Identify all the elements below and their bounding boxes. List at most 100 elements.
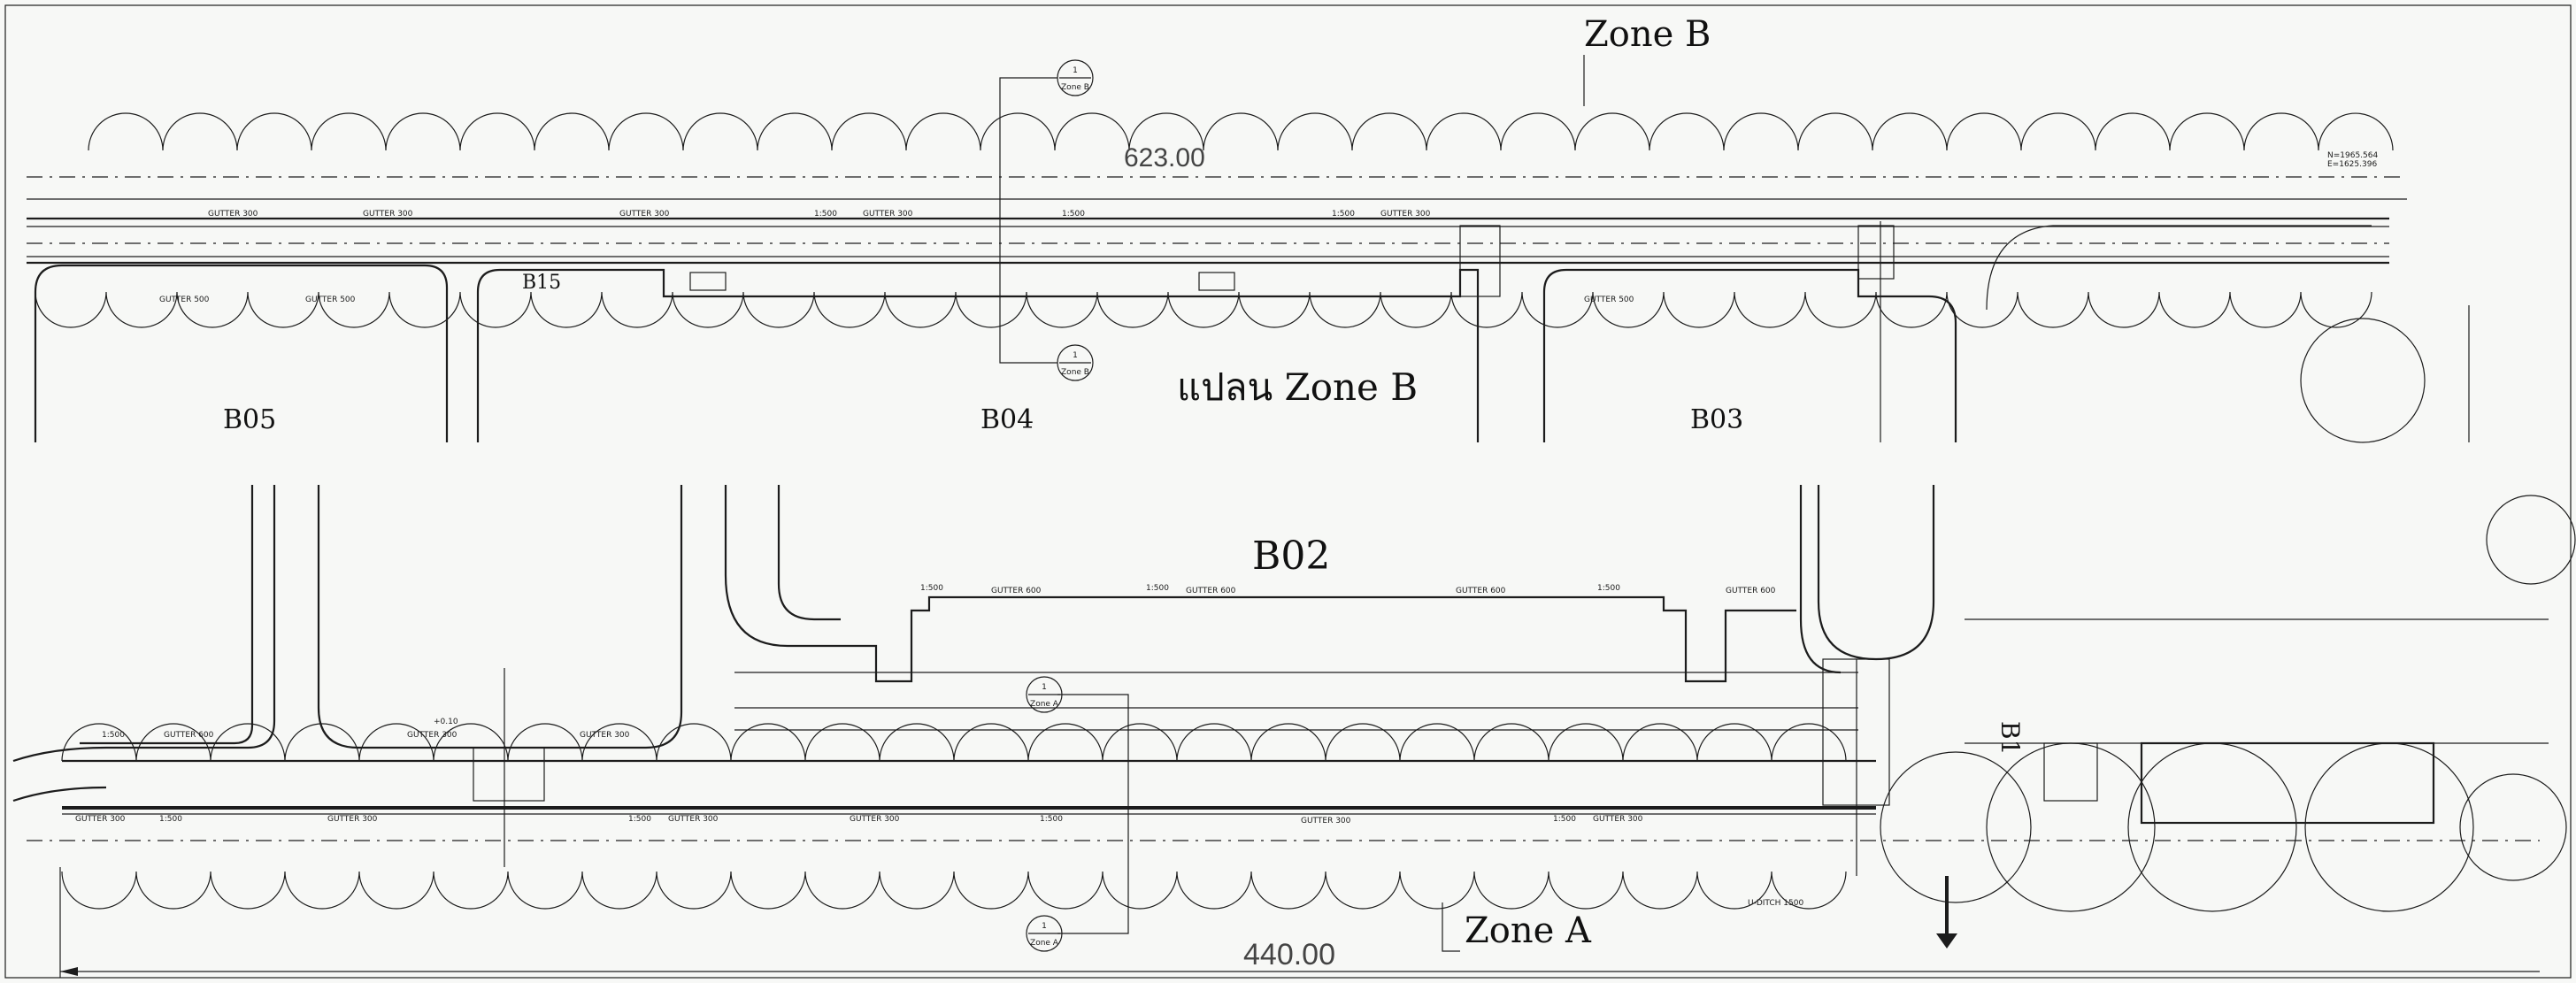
gutter-note: GUTTER 300 xyxy=(363,210,413,219)
slope-note: 1:500 xyxy=(1553,815,1576,824)
gutter-note: GUTTER 600 xyxy=(1456,587,1506,595)
section-marker-top: 1 Zone B xyxy=(1057,59,1094,96)
gutter-note: GUTTER 300 xyxy=(850,815,900,824)
slope-note: 1:500 xyxy=(814,210,837,219)
cloud-circle xyxy=(1880,751,2032,903)
section-number: 1 xyxy=(1042,922,1047,931)
plan-title: แปลน Zone B xyxy=(1177,365,1418,409)
gutter-note: GUTTER 600 xyxy=(991,587,1042,595)
gutter-note: GUTTER 300 xyxy=(327,815,378,824)
cloud-circle xyxy=(2127,742,2297,912)
building-b02-outline xyxy=(724,485,1796,683)
leader-line xyxy=(1442,902,1460,952)
building-b1-label: B1 xyxy=(1995,721,2025,755)
u-ditch-note: U-DITCH 1500 xyxy=(1748,899,1803,908)
section-number: 1 xyxy=(1073,351,1078,360)
section-zone-label: Zone B xyxy=(1061,83,1089,92)
gutter-note: GUTTER 300 xyxy=(580,731,630,740)
gutter-note: GUTTER 300 xyxy=(407,731,458,740)
cloud-circle xyxy=(1986,742,2156,912)
building-b02-label: B02 xyxy=(1252,534,1330,579)
cloud-circle xyxy=(2300,318,2426,443)
crosswalk-hatch xyxy=(473,747,545,802)
gutter-note: GUTTER 300 xyxy=(863,210,913,219)
road-curve xyxy=(1799,485,1842,674)
cloud-arc xyxy=(61,871,1847,910)
grating xyxy=(689,272,727,291)
building-outline xyxy=(777,485,841,621)
section-cut-line xyxy=(1057,694,1129,934)
structure-outline xyxy=(2043,742,2098,802)
revision-cloud-top xyxy=(88,112,2394,151)
cloud-circle xyxy=(2486,495,2576,585)
slope-note: 1:500 xyxy=(1332,210,1355,219)
building-b03-outline xyxy=(1542,268,1957,442)
slope-note: 1:500 xyxy=(1040,815,1063,824)
gutter-note: GUTTER 300 xyxy=(619,210,670,219)
section-number: 1 xyxy=(1042,683,1047,692)
gutter-note: GUTTER 500 xyxy=(1584,296,1634,304)
slope-note: 1:500 xyxy=(159,815,182,824)
building-outline xyxy=(317,485,683,749)
building-b03-label: B03 xyxy=(1690,404,1743,435)
cloud-circle xyxy=(2304,742,2474,912)
gutter-note: GUTTER 500 xyxy=(305,296,356,304)
building-outline xyxy=(80,485,254,745)
slope-note: 1:500 xyxy=(102,731,125,740)
section-marker-top: 1 Zone A xyxy=(1026,676,1063,713)
cloud-circle xyxy=(2459,773,2567,881)
gutter-note: GUTTER 500 xyxy=(159,296,210,304)
gutter-note: GUTTER 300 xyxy=(668,815,719,824)
dimension-arrow xyxy=(60,967,78,976)
sheet-border xyxy=(4,4,2572,979)
revision-cloud-bottom xyxy=(61,871,1847,910)
grating xyxy=(1198,272,1235,291)
drain-arrow-head xyxy=(1936,933,1957,948)
road-curve xyxy=(1817,485,1935,661)
structure-outline xyxy=(2140,741,2435,825)
gutter-note: GUTTER 300 xyxy=(1593,815,1643,824)
cloud-arc xyxy=(35,291,2372,328)
zone-b-plan: 1 Zone B 1 Zone B Zone B 623.00 แปลน Zon… xyxy=(27,14,2470,443)
gutter-note: GUTTER 300 xyxy=(208,210,258,219)
gutter-note: GUTTER 300 xyxy=(1380,210,1431,219)
coordinate-e: E=1625.396 xyxy=(2327,160,2377,169)
gutter-note: GUTTER 600 xyxy=(1186,587,1236,595)
cloud-arc xyxy=(88,112,2394,151)
building-b05-label: B05 xyxy=(223,404,276,435)
crosswalk-hatch xyxy=(1857,225,1895,280)
section-cut-line xyxy=(999,77,1057,364)
cloud-arc xyxy=(61,723,1847,762)
dimension-top: 623.00 xyxy=(1124,143,1205,173)
gutter-note: GUTTER 600 xyxy=(1726,587,1776,595)
slope-note: 1:500 xyxy=(1062,210,1085,219)
coordinate-n: N=1965.564 xyxy=(2327,151,2378,160)
revision-cloud-bottom-upper xyxy=(61,723,1847,762)
gutter-note: GUTTER 300 xyxy=(75,815,126,824)
gutter-note: GUTTER 300 xyxy=(1301,817,1351,826)
road-curve xyxy=(1880,221,2372,442)
slope-note: 1:500 xyxy=(1146,584,1169,593)
slope-note: 1:500 xyxy=(920,584,943,593)
level-note: +0.10 xyxy=(434,718,458,726)
section-zone-label: Zone A xyxy=(1030,939,1059,948)
section-zone-label: Zone A xyxy=(1030,700,1059,709)
slope-note: 1:500 xyxy=(1597,584,1620,593)
revision-cloud-top-lower xyxy=(35,291,2372,328)
road-curve xyxy=(12,485,276,763)
zone-b-label: Zone B xyxy=(1584,14,1711,55)
zone-a-label: Zone A xyxy=(1465,910,1592,951)
building-b05-outline xyxy=(34,264,449,442)
gutter-note: GUTTER 600 xyxy=(164,731,214,740)
section-number: 1 xyxy=(1073,66,1078,75)
section-zone-label: Zone B xyxy=(1061,368,1089,377)
section-marker-bottom: 1 Zone A xyxy=(1026,915,1063,952)
building-b15-label: B15 xyxy=(522,272,561,294)
road-curve xyxy=(12,786,107,803)
slope-note: 1:500 xyxy=(628,815,651,824)
crosswalk-hatch xyxy=(1459,225,1501,297)
zone-a-plan: 1 Zone A 1 Zone A B02 Zone A B1 GUTTER 6… xyxy=(12,485,2576,978)
dimension-bottom: 440.00 xyxy=(1243,938,1335,971)
section-marker-bottom: 1 Zone B xyxy=(1057,344,1094,381)
